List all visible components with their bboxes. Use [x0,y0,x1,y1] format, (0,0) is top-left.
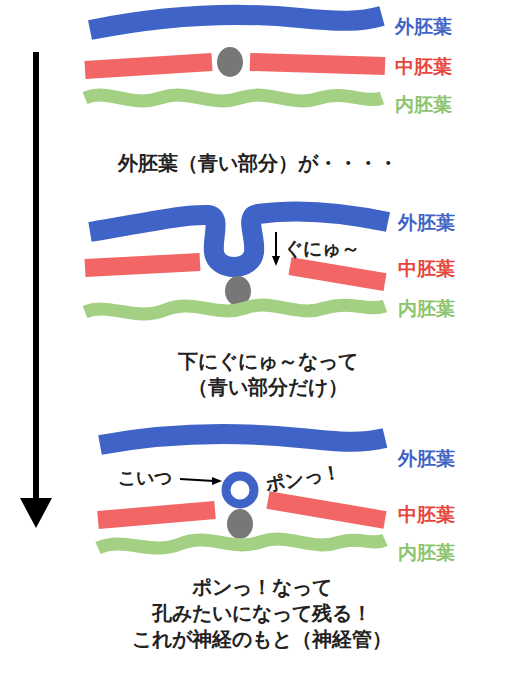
sound-label: ポンっ！ [264,455,367,497]
neural-tube [226,476,254,504]
ectoderm-band [90,15,382,30]
step-caption: 下にぐにゅ～なって （青い部分だけ） [153,348,383,400]
mesoderm-band [85,62,212,70]
mesoderm-band [250,62,385,66]
pointer-label: こいつ [118,466,188,489]
layer-label: 内胚葉 [398,540,508,565]
layer-label: 外胚葉 [395,14,505,39]
step-caption: 外胚葉（青い部分）が・・・・ [68,150,448,176]
layer-label: 外胚葉 [398,446,508,471]
pointer-arrow-head [272,256,280,266]
mesoderm-band [290,266,385,282]
motion-label: ぐにゅ～ [284,236,394,261]
pointer-arrow [180,479,214,481]
notochord [227,509,253,539]
ectoderm-band [100,434,385,445]
pointer-arrow [275,232,277,258]
notochord [217,47,243,77]
layer-label: 外胚葉 [398,210,508,235]
pointer-arrow-head [212,477,222,485]
step-caption: ポンっ！なって 孔みたいになって残る！ これが神経のもと（神経管） [112,574,412,652]
endoderm-band [85,305,385,314]
endoderm-band [98,539,385,548]
mesoderm-band [268,500,385,520]
layer-label: 内胚葉 [398,296,508,321]
layer-label: 中胚葉 [395,54,505,79]
mesoderm-band [98,510,215,520]
time-arrow-head [20,498,52,528]
endoderm-band [85,95,382,101]
time-arrow-line [33,52,39,500]
layer-label: 中胚葉 [398,256,508,281]
mesoderm-band [85,262,200,268]
layer-label: 中胚葉 [398,502,508,527]
layer-label: 内胚葉 [395,92,505,117]
